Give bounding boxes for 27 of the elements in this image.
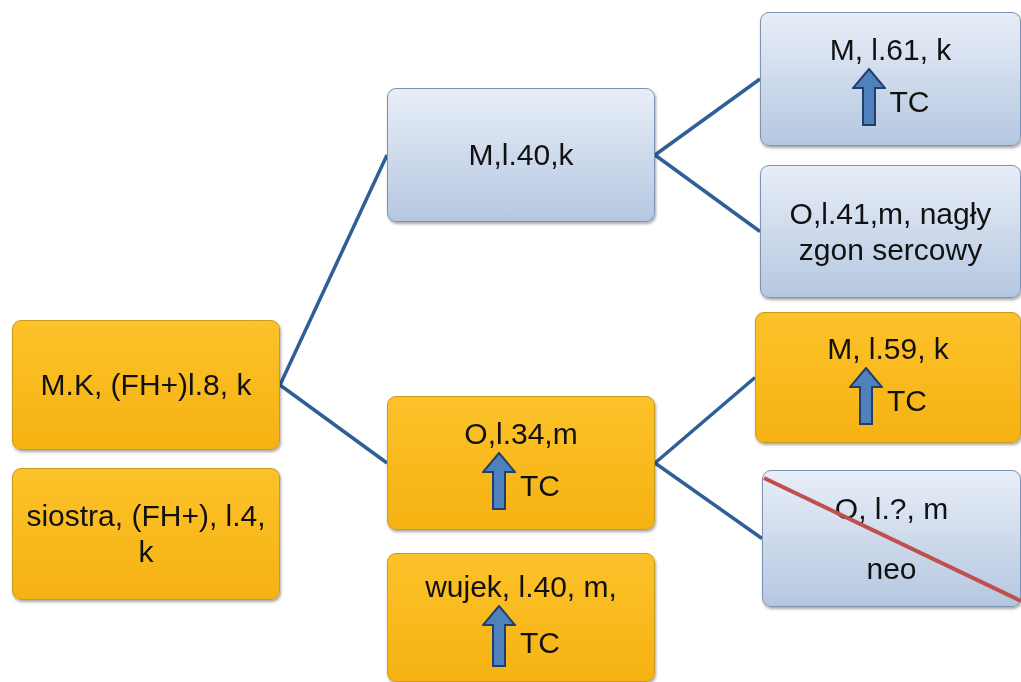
marker-label: TC [520, 468, 560, 504]
connector-line [653, 376, 757, 465]
person-label: M,l.40,k [468, 137, 574, 173]
connector-line [278, 154, 389, 386]
person-label: M, l.59, k [827, 330, 949, 367]
person-box-highlighted [387, 396, 655, 530]
person-label: M, l.61, k [829, 32, 952, 68]
person-box [760, 165, 1021, 298]
person-label: siostra, (FH+), l.4, k [25, 498, 267, 570]
person-box-highlighted [387, 553, 655, 682]
connector-line [653, 77, 762, 157]
person-box [387, 88, 655, 222]
connector-line [278, 383, 389, 465]
person-label: M.K, (FH+)l.8, k [40, 367, 252, 403]
person-box [760, 12, 1021, 146]
marker-label: TC [887, 382, 927, 419]
person-box-highlighted [12, 468, 280, 600]
person-box-highlighted [755, 312, 1021, 443]
person-box-highlighted [12, 320, 280, 450]
marker-label: TC [889, 84, 930, 120]
connector-line [653, 153, 762, 233]
person-label: O,l.41,m, nagły zgon sercowy [788, 195, 993, 268]
marker-label: TC [520, 624, 560, 661]
person-label: wujek, l.40, m, [425, 568, 617, 605]
note-label: neo [866, 550, 917, 587]
connector-line [654, 461, 763, 540]
person-label: O,l.34,m [464, 416, 578, 452]
